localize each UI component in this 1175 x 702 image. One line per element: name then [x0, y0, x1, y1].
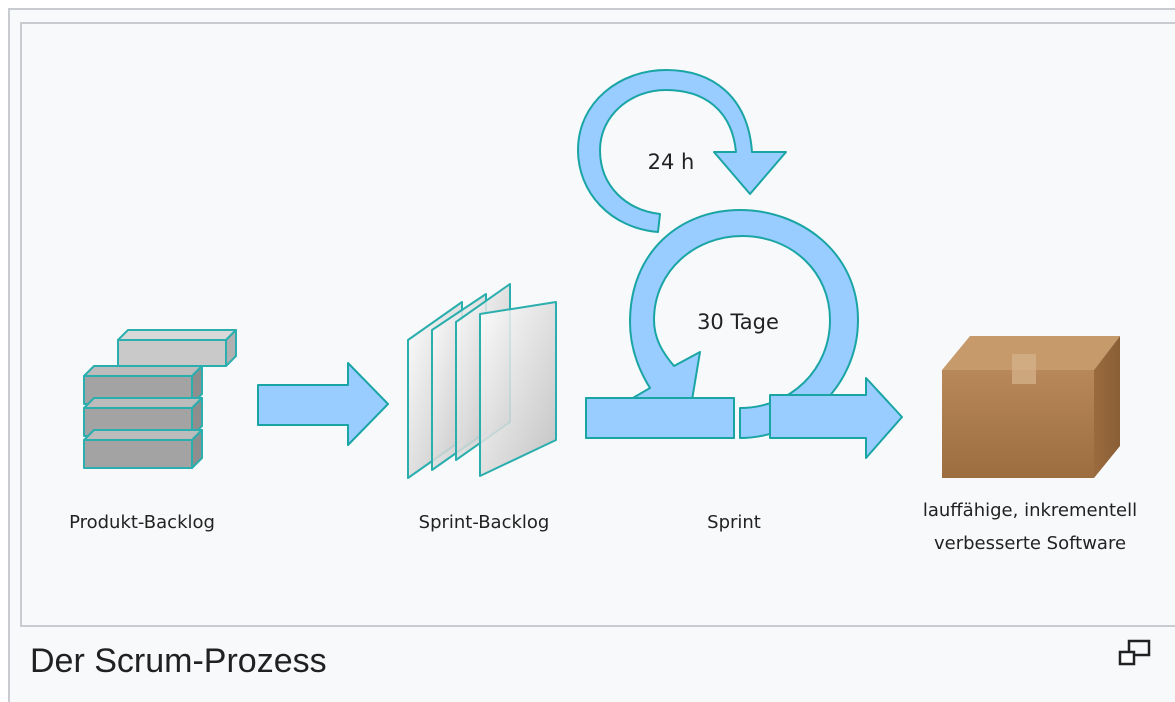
figure-caption: Der Scrum-Prozess: [30, 642, 327, 680]
arrow-backlog-to-sprint-backlog: [257, 362, 389, 446]
label-30-tage: 30 Tage: [697, 310, 779, 334]
label-output-line2: verbesserte Software: [934, 533, 1126, 554]
label-sprint-backlog: Sprint-Backlog: [419, 512, 550, 533]
product-backlog-icon: [83, 329, 237, 469]
enlarge-icon[interactable]: [1113, 638, 1157, 670]
sprint-backlog-icon: [407, 283, 557, 479]
sprint-cycle-icon: [577, 69, 903, 459]
label-sprint: Sprint: [707, 512, 761, 533]
label-24h: 24 h: [648, 150, 695, 174]
label-product-backlog: Produkt-Backlog: [69, 512, 215, 533]
label-output-line1: lauffähige, inkrementell: [923, 500, 1137, 521]
software-box-icon: [942, 336, 1120, 478]
